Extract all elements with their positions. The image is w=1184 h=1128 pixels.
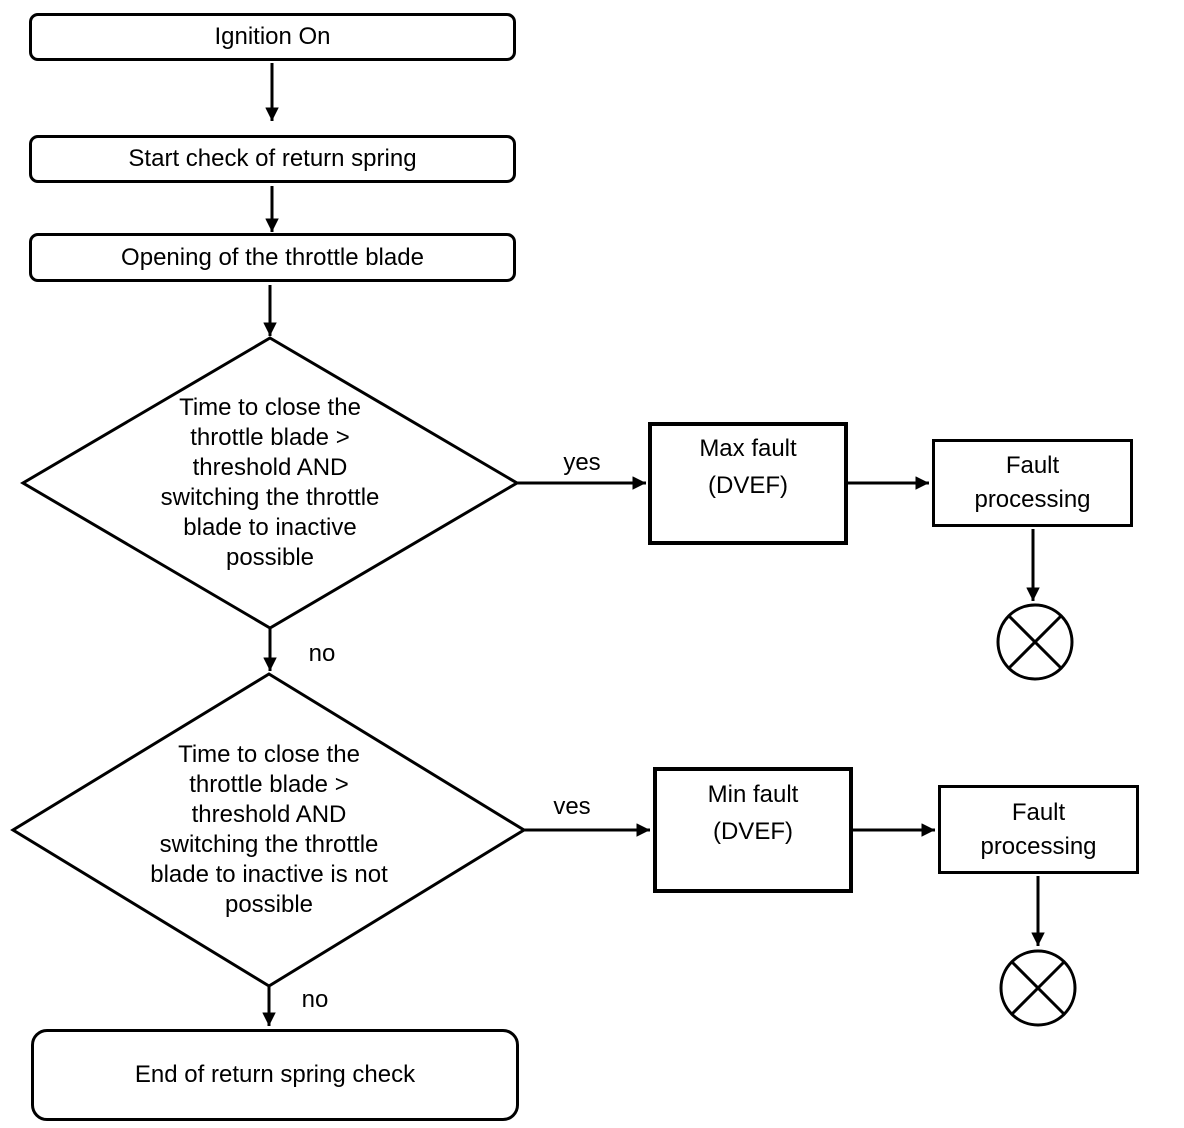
- circled-x-icon: [999, 949, 1077, 1027]
- decision-2-diamond: [10, 672, 527, 988]
- edge-label-yes-2: ves: [553, 793, 591, 820]
- node-max-fault: Max fault (DVEF): [648, 422, 848, 545]
- node-opening-throttle: Opening of the throttle blade: [29, 233, 516, 282]
- node-fault-processing-1: Fault processing: [932, 439, 1133, 527]
- circled-x-icon: [996, 603, 1074, 681]
- node-fault-processing-2: Fault processing: [938, 785, 1139, 874]
- node-end-check: End of return spring check: [31, 1029, 519, 1121]
- node-ignition-on: Ignition On: [29, 13, 516, 61]
- node-min-fault: Min fault (DVEF): [653, 767, 853, 893]
- decision-2-label: Time to close the throttle blade > thres…: [150, 741, 388, 918]
- edge-label-no-2: no: [301, 986, 329, 1013]
- decision-1-label: Time to close the throttle blade > thres…: [160, 394, 380, 571]
- node-start-check: Start check of return spring: [29, 135, 516, 183]
- edge-label-no-1: no: [308, 640, 336, 667]
- decision-1-diamond: [20, 336, 520, 630]
- edge-label-yes-1: yes: [563, 449, 601, 476]
